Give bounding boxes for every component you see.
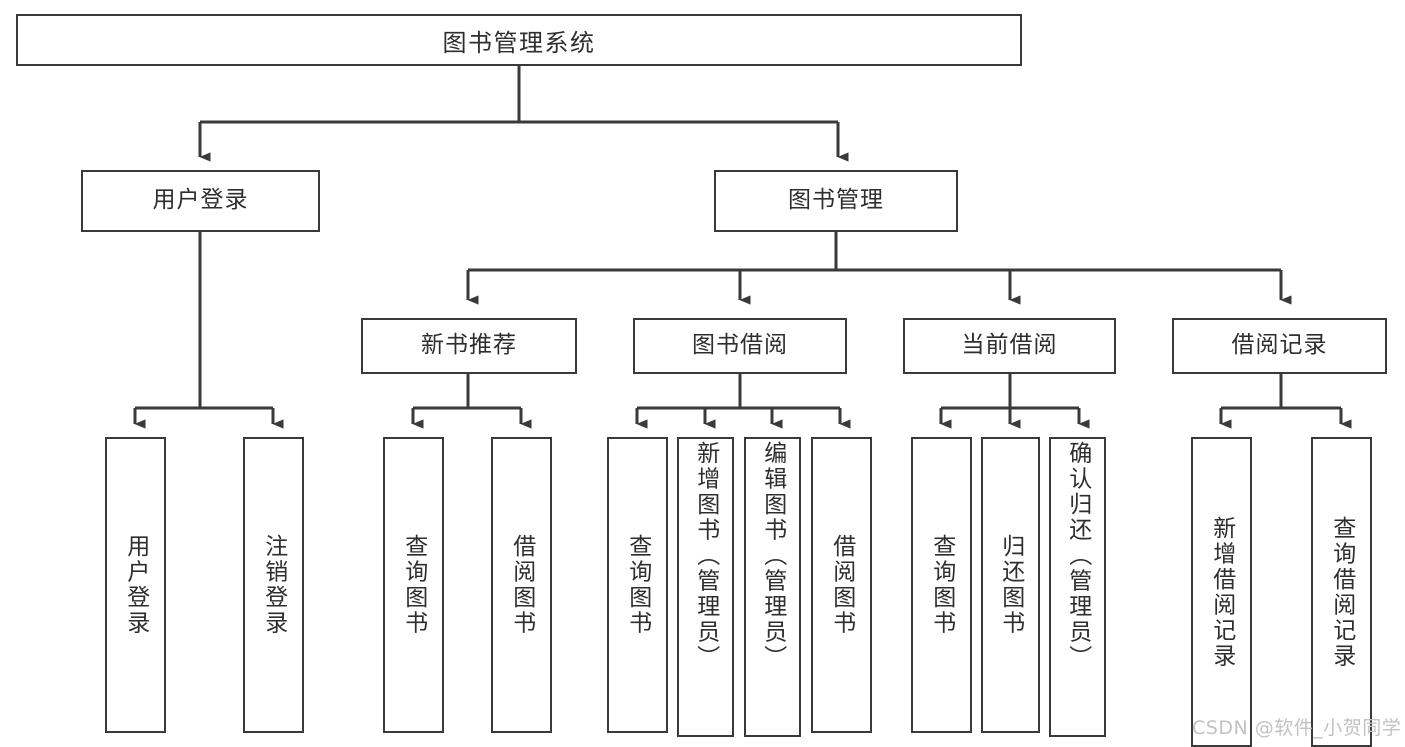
- leaf-user-login-label: 用户登录: [122, 534, 149, 636]
- leaf-logout-inner: 注销登录: [245, 439, 302, 731]
- leaf-query-books-current-inner: 查询图书: [913, 439, 970, 731]
- leaf-edit-book-admin-label: 编辑图书（管理员）: [759, 441, 786, 671]
- leaf-query-books-recommend[interactable]: 查询图书: [383, 437, 444, 733]
- leaf-add-book-admin[interactable]: 新增图书（管理员）: [677, 437, 734, 737]
- leaf-borrow-books-borrow-inner: 借阅图书: [813, 439, 870, 731]
- leaf-logout-label: 注销登录: [260, 534, 287, 636]
- leaf-confirm-return-admin[interactable]: 确认归还（管理员）: [1049, 437, 1106, 737]
- leaf-borrow-books-recommend-inner: 借阅图书: [493, 439, 550, 731]
- leaf-query-books-borrow-inner: 查询图书: [609, 439, 666, 731]
- node-user-login-label: 用户登录: [152, 187, 249, 214]
- leaf-borrow-books-borrow-label: 借阅图书: [828, 534, 855, 636]
- node-user-login[interactable]: 用户登录: [81, 170, 320, 232]
- node-book-management[interactable]: 图书管理: [714, 170, 958, 232]
- node-book-borrow-label: 图书借阅: [692, 332, 788, 359]
- watermark: CSDN @软件_小贺同学: [1192, 717, 1402, 739]
- leaf-add-borrow-record-label: 新增借阅记录: [1208, 515, 1235, 669]
- leaf-query-books-current[interactable]: 查询图书: [911, 437, 972, 733]
- leaf-query-books-recommend-inner: 查询图书: [385, 439, 442, 731]
- leaf-query-books-current-label: 查询图书: [928, 534, 955, 636]
- leaf-query-books-recommend-label: 查询图书: [400, 534, 427, 636]
- leaf-confirm-return-admin-inner: 确认归还（管理员）: [1051, 439, 1104, 737]
- node-new-book-recommend[interactable]: 新书推荐: [361, 318, 577, 374]
- leaf-logout[interactable]: 注销登录: [243, 437, 304, 733]
- leaf-add-borrow-record[interactable]: 新增借阅记录: [1191, 437, 1252, 747]
- node-book-management-label: 图书管理: [788, 187, 884, 214]
- leaf-return-books-label: 归还图书: [997, 534, 1024, 636]
- leaf-add-book-admin-label: 新增图书（管理员）: [692, 441, 719, 671]
- leaf-confirm-return-admin-label: 确认归还（管理员）: [1064, 441, 1091, 671]
- leaf-query-borrow-record-inner: 查询借阅记录: [1313, 439, 1370, 745]
- node-current-borrow[interactable]: 当前借阅: [903, 318, 1116, 374]
- leaf-borrow-books-recommend-label: 借阅图书: [508, 534, 535, 636]
- node-root-label: 图书管理系统: [442, 28, 596, 57]
- node-borrow-records[interactable]: 借阅记录: [1172, 318, 1387, 374]
- leaf-query-books-borrow-label: 查询图书: [624, 534, 651, 636]
- leaf-borrow-books-borrow[interactable]: 借阅图书: [811, 437, 872, 733]
- node-borrow-records-label: 借阅记录: [1231, 332, 1328, 359]
- leaf-borrow-books-recommend[interactable]: 借阅图书: [491, 437, 552, 733]
- leaf-edit-book-admin-inner: 编辑图书（管理员）: [746, 439, 799, 737]
- leaf-user-login[interactable]: 用户登录: [105, 437, 166, 733]
- leaf-user-login-inner: 用户登录: [107, 439, 164, 731]
- node-root[interactable]: 图书管理系统: [16, 14, 1022, 66]
- node-book-borrow[interactable]: 图书借阅: [633, 318, 847, 374]
- node-current-borrow-label: 当前借阅: [961, 332, 1058, 359]
- leaf-return-books[interactable]: 归还图书: [981, 437, 1040, 733]
- leaf-query-borrow-record[interactable]: 查询借阅记录: [1311, 437, 1372, 747]
- leaf-query-books-borrow[interactable]: 查询图书: [607, 437, 668, 733]
- leaf-add-borrow-record-inner: 新增借阅记录: [1193, 439, 1250, 745]
- leaf-query-borrow-record-label: 查询借阅记录: [1328, 515, 1355, 669]
- leaf-add-book-admin-inner: 新增图书（管理员）: [679, 439, 732, 737]
- leaf-return-books-inner: 归还图书: [983, 439, 1038, 731]
- node-new-book-recommend-label: 新书推荐: [421, 332, 517, 359]
- leaf-edit-book-admin[interactable]: 编辑图书（管理员）: [744, 437, 801, 737]
